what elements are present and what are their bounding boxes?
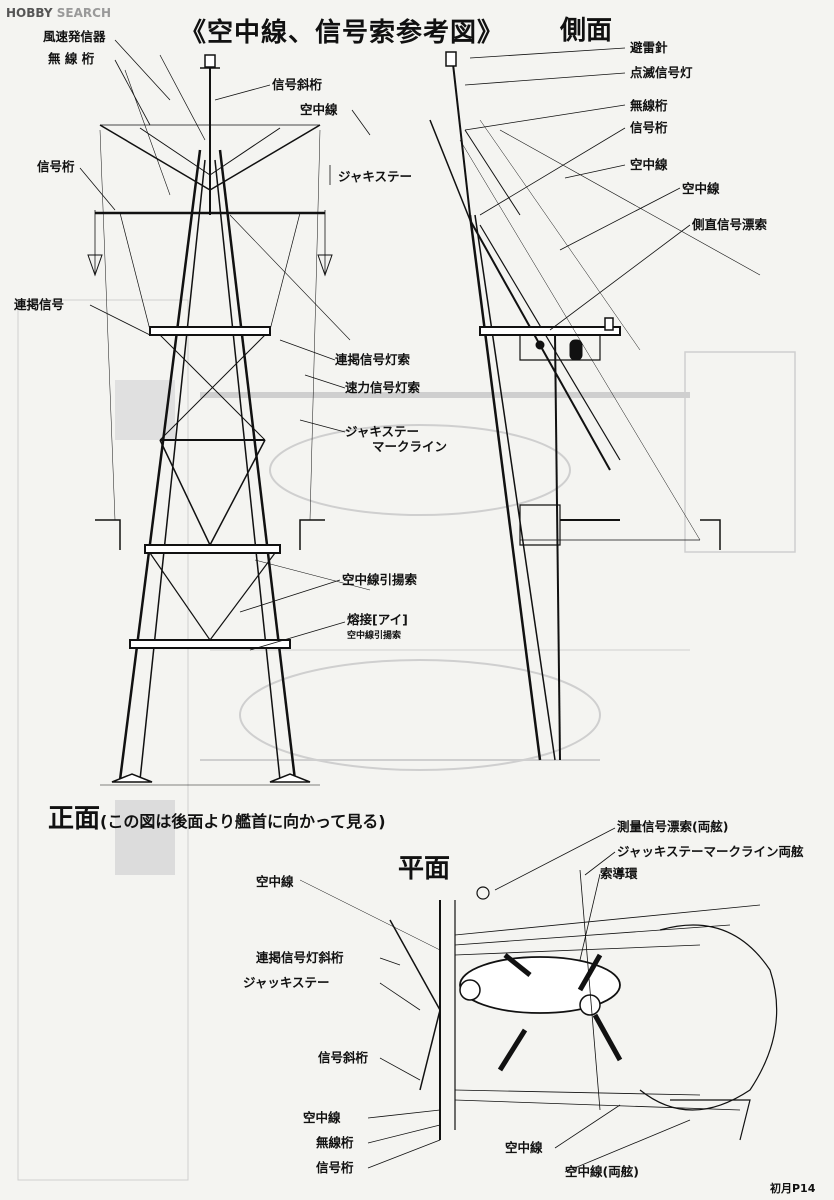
page-number: 初月P14 <box>770 1182 816 1195</box>
label-antenna-side-1: 空中線 <box>630 157 668 172</box>
label-lightning-rod: 避雷針 <box>630 40 668 55</box>
label-jackstay-plan: ジャッキステー <box>243 975 330 990</box>
label-jackstay-front: ジャキステー <box>338 169 413 184</box>
label-side-signal-rope: 側直信号漂索 <box>692 217 768 232</box>
side-view-mast <box>429 51 761 761</box>
hobby-search-watermark: HOBBY SEARCH <box>6 6 111 20</box>
label-weld-eye: 熔接[アイ] <box>347 612 408 627</box>
label-jackstay-markline-2: マークライン <box>372 439 448 454</box>
label-antenna-front: 空中線 <box>300 102 338 117</box>
label-antenna-plan-right: 空中線 <box>505 1140 543 1155</box>
label-radio-yard-plan: 無線桁 <box>316 1135 354 1150</box>
label-signal-yard-side: 信号桁 <box>630 120 668 135</box>
plan-view <box>299 869 778 1141</box>
label-survey-signal: 測量信号漂索(両舷) <box>617 819 729 834</box>
label-signal-gaff-front: 信号斜桁 <box>272 77 323 92</box>
label-signal-gaff-plan: 信号斜桁 <box>318 1050 369 1065</box>
label-flag-signal: 連掲信号 <box>14 297 65 312</box>
front-view-heading-group: 正面(この図は後面より艦首に向かって見る) <box>48 798 386 835</box>
label-radio-yard-side: 無線桁 <box>630 98 668 113</box>
label-anemometer: 風速発信器 <box>43 29 106 44</box>
plan-view-heading: 平面 <box>398 854 451 884</box>
label-flag-lamp-rope: 連掲信号灯索 <box>335 352 411 367</box>
front-view-heading: 正面 <box>48 804 101 834</box>
label-antenna-hoist: 空中線引揚索 <box>342 572 418 587</box>
side-view-heading: 側面 <box>560 16 613 46</box>
background-bleed <box>17 299 796 1181</box>
label-flag-lamp-gaff: 連掲信号灯斜桁 <box>256 950 344 965</box>
label-jackstay-markline-1: ジャキステー <box>345 424 420 439</box>
watermark-brand: HOBBY <box>6 6 53 20</box>
front-view-note: (この図は後面より艦首に向かって見る) <box>100 812 386 831</box>
watermark-site: SEARCH <box>56 6 111 20</box>
diagram-title: 《空中線、信号索参考図》 <box>180 18 505 48</box>
label-signal-yard-front: 信号桁 <box>37 159 75 174</box>
label-antenna-plan-top: 空中線 <box>256 874 294 889</box>
label-weld-sub: 空中線引揚索 <box>347 631 402 641</box>
label-radio-yard-front: 無 線 桁 <box>48 51 95 66</box>
front-view-mast <box>87 54 371 786</box>
label-speed-lamp-rope: 速力信号灯索 <box>345 380 421 395</box>
leader-lines <box>79 39 691 1173</box>
label-signal-yard-plan: 信号桁 <box>316 1160 354 1175</box>
label-antenna-both-sides: 空中線(両舷) <box>565 1164 639 1179</box>
label-rope-guide: 索導環 <box>600 866 638 881</box>
label-antenna-side-2: 空中線 <box>682 181 720 196</box>
label-jackstay-markline-plan: ジャッキステーマークライン両舷 <box>617 844 804 859</box>
label-antenna-plan-left: 空中線 <box>303 1110 341 1125</box>
label-blink-lamp: 点滅信号灯 <box>630 65 693 80</box>
